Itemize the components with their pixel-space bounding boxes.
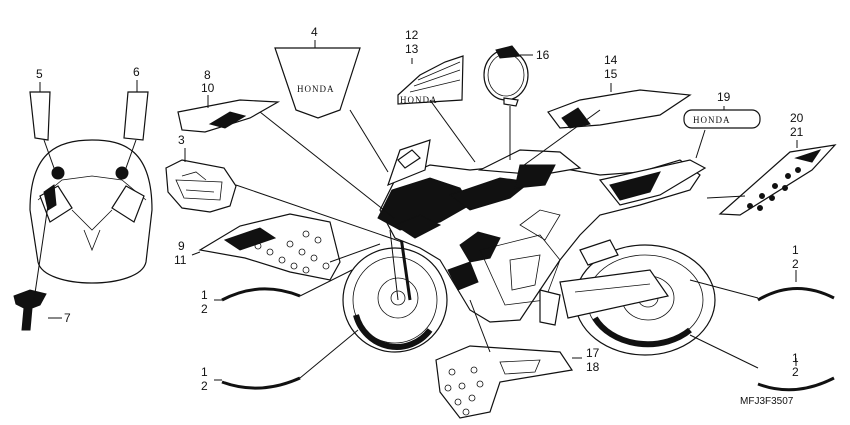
part-14-15-sticker xyxy=(547,89,692,129)
callout-9: 9 xyxy=(178,239,185,253)
callout-1-right-lower: 1 xyxy=(792,351,799,365)
callout-2-left-lower: 2 xyxy=(201,379,208,393)
part-5-sticker xyxy=(29,91,51,141)
callout-18: 18 xyxy=(586,360,600,374)
callout-10: 10 xyxy=(201,81,215,95)
callout-2-left-upper: 2 xyxy=(201,302,208,316)
part-19-tail-logo: HONDA xyxy=(683,109,761,129)
tank-badge-logo: HONDA xyxy=(297,84,335,94)
rim-stripe-right-upper xyxy=(757,287,835,302)
callout-20: 20 xyxy=(790,111,804,125)
part-20-21-sticker xyxy=(718,144,837,216)
rim-stripe-left-lower xyxy=(221,376,301,390)
part-12-13-wing-emblem: HONDA xyxy=(397,55,464,105)
motorcycle-illustration xyxy=(342,139,716,356)
rim-stripe-left-upper xyxy=(221,287,301,302)
part-9-11-sticker xyxy=(198,213,341,281)
callout-1-right-upper: 1 xyxy=(792,243,799,257)
callout-5: 5 xyxy=(36,67,43,81)
part-4-tank-badge: HONDA xyxy=(274,47,361,119)
leader-lines xyxy=(33,40,798,381)
callout-1-left-lower: 1 xyxy=(201,365,208,379)
part-8-10-sticker xyxy=(177,99,281,133)
part-6-sticker xyxy=(123,91,149,141)
callout-17: 17 xyxy=(586,346,600,360)
front-view-illustration xyxy=(29,139,153,284)
callout-4: 4 xyxy=(311,25,318,39)
callout-14: 14 xyxy=(604,53,618,67)
callout-12: 12 xyxy=(405,28,419,42)
front-tire xyxy=(342,247,448,353)
callout-1-left-upper: 1 xyxy=(201,288,208,302)
part-7-sticker xyxy=(13,289,47,331)
callout-2-right-lower: 2 xyxy=(792,365,799,379)
tail-logo: HONDA xyxy=(693,115,731,125)
callout-16: 16 xyxy=(536,48,550,62)
callout-11: 11 xyxy=(174,253,187,267)
wing-emblem-logo: HONDA xyxy=(400,95,438,105)
callout-numbers: 4 5 6 7 8 10 12 13 16 14 15 19 20 21 3 9… xyxy=(36,25,804,393)
callout-6: 6 xyxy=(133,65,140,79)
callout-3: 3 xyxy=(178,133,185,147)
callout-19: 19 xyxy=(717,90,731,104)
callout-7: 7 xyxy=(64,311,71,325)
callout-8: 8 xyxy=(204,68,211,82)
callout-2-right-upper: 2 xyxy=(792,257,799,271)
callout-21: 21 xyxy=(790,125,804,139)
part-3-sticker xyxy=(165,159,237,213)
part-17-18-sticker xyxy=(435,345,574,419)
rim-stripe-right-lower xyxy=(757,376,835,392)
diagram-code: MFJ3F3507 xyxy=(740,396,794,407)
part-16-sticker xyxy=(483,45,529,107)
callout-13: 13 xyxy=(405,42,419,56)
callout-15: 15 xyxy=(604,67,618,81)
